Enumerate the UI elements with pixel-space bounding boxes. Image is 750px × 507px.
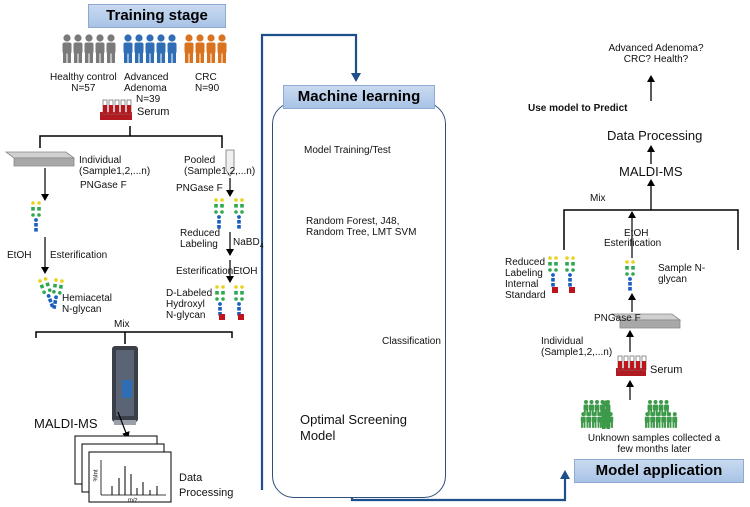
dlabeled-label: D-Labeled Hydroxyl N-glycan: [166, 288, 213, 321]
machine-learning-banner: Machine learning: [283, 85, 435, 109]
data-processing-app-label: Data Processing: [607, 128, 703, 143]
classification-label: Classification: [382, 336, 441, 347]
model-application-banner: Model application: [574, 459, 744, 483]
maldi-instrument-icon: [112, 346, 138, 425]
pooled-label: Pooled (Sample1,2,...n): [184, 155, 256, 177]
serum-tubes-icon-application: [616, 355, 647, 376]
healthy-people-icon: [62, 34, 116, 63]
machine-learning-panel: [272, 102, 446, 498]
esterification-right-label: Esterification: [176, 266, 234, 277]
pngase-right-label: PNGase F: [176, 183, 223, 194]
training-stage-banner: Training stage: [88, 4, 226, 28]
maldi-ms-label: MALDI-MS: [34, 416, 98, 431]
etoh-app-label: EtOH: [624, 228, 649, 239]
etoh-right-label: EtOH: [233, 266, 258, 277]
flow-arrow-to-ml: [260, 33, 361, 490]
mix-label: Mix: [114, 319, 130, 330]
esterification-app-label: Esterification: [604, 238, 662, 249]
esterification-left-label: Esterification: [50, 250, 108, 261]
adenoma-people-icon: [123, 34, 177, 63]
nabd4-label: NaBD4: [233, 237, 264, 250]
hemiacetal-label: Hemiacetal N-glycan: [62, 293, 113, 315]
etoh-left-label: EtOH: [7, 250, 32, 261]
crc-people-icon: [184, 34, 227, 63]
serum-tubes-icon: [100, 99, 132, 120]
optimal-model-label: Optimal Screening Model: [300, 412, 407, 443]
algorithms-label: Random Forest, J48, Random Tree, LMT SVM: [306, 216, 417, 238]
maldi-ms-app-label: MALDI-MS: [619, 164, 683, 179]
serum-app-label: Serum: [650, 364, 683, 376]
unknown-samples-label: Unknown samples collected a few months l…: [587, 433, 721, 455]
sample-nglycan-label: Sample N-glycan: [658, 263, 706, 285]
serum-label: Serum: [137, 106, 170, 118]
spectrum-ylabel: %Int: [93, 469, 100, 482]
mix-app-label: Mix: [590, 193, 606, 204]
data-processing-label: Data Processing: [179, 472, 234, 499]
use-model-label: Use model to Predict: [528, 103, 628, 114]
reduced-standard-label: Reduced Labeling Internal Standard: [505, 257, 546, 301]
reduced-labeling-label: Reduced Labeling: [180, 228, 221, 250]
pngase-app-label: PNGase F: [594, 313, 641, 324]
individual-app-label: Individual (Sample1,2,...n): [541, 336, 613, 358]
plate-icon: [4, 151, 76, 167]
prediction-questions-label: Advanced Adenoma? CRC? Health?: [608, 43, 704, 65]
individual-label: Individual (Sample1,2,...n): [79, 155, 151, 177]
pooled-tube-icon: [225, 149, 235, 177]
model-training-label: Model Training/Test: [304, 145, 391, 156]
spectra-icon: [74, 435, 172, 503]
plate-icon-application: [610, 313, 682, 329]
glycan-icon: [31, 201, 41, 232]
spectrum-xlabel: m/z: [128, 498, 138, 504]
pngase-left-label: PNGase F: [80, 180, 127, 191]
unknown-crowd-icon: [580, 400, 678, 428]
